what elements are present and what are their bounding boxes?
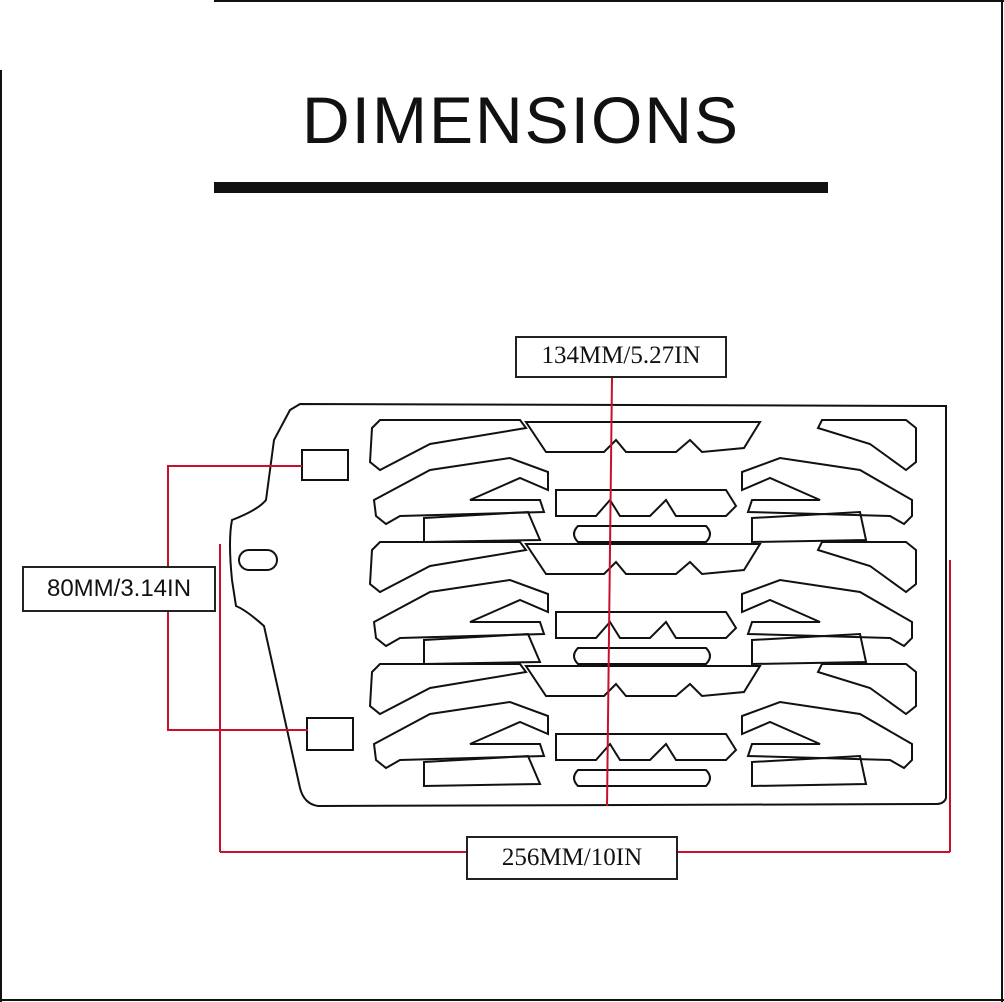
slot-right-low-1	[751, 510, 868, 544]
mounting-slot	[238, 549, 278, 571]
grille-outline	[229, 402, 947, 808]
slot-left-chevron-3	[372, 700, 549, 770]
slot-left-chevron-2	[372, 578, 549, 648]
slot-right-low-2	[751, 632, 868, 666]
slot-left-top-1	[368, 419, 528, 472]
slot-center-top-3	[524, 665, 762, 698]
page-title: DIMENSIONS	[301, 83, 741, 157]
grille-slot-pattern	[368, 419, 917, 788]
slot-center-top-1	[524, 421, 762, 454]
mounting-hole-bottom	[306, 717, 354, 751]
width-dimension-line	[606, 377, 613, 807]
slot-center-mid-2	[555, 611, 738, 639]
slot-right-top-2	[816, 541, 917, 594]
mounting-hole-top	[301, 449, 349, 481]
slot-center-bottom-2	[573, 647, 711, 665]
slot-left-low-3	[423, 754, 542, 788]
slot-right-low-3	[751, 754, 868, 788]
length-dimension-label: 256MM/10IN	[466, 836, 678, 880]
slot-left-chevron-1	[372, 456, 549, 526]
slot-right-top-1	[816, 419, 917, 472]
slot-right-top-3	[816, 663, 917, 716]
height-dimension-label: 80MM/3.14IN	[22, 566, 216, 612]
slot-center-mid-3	[555, 733, 738, 761]
slot-left-top-2	[368, 541, 528, 594]
title-underline	[214, 182, 828, 193]
slot-left-low-2	[423, 632, 542, 666]
slot-left-low-1	[423, 510, 542, 544]
slot-center-mid-1	[555, 489, 738, 517]
slot-center-top-2	[524, 543, 762, 576]
slot-right-chevron-2	[741, 578, 913, 648]
width-dimension-label: 134MM/5.27IN	[515, 336, 727, 378]
slot-center-bottom-3	[573, 769, 711, 787]
slot-center-bottom-1	[573, 525, 711, 543]
slot-right-chevron-1	[741, 456, 913, 526]
slot-right-chevron-3	[741, 700, 913, 770]
slot-left-top-3	[368, 663, 528, 716]
